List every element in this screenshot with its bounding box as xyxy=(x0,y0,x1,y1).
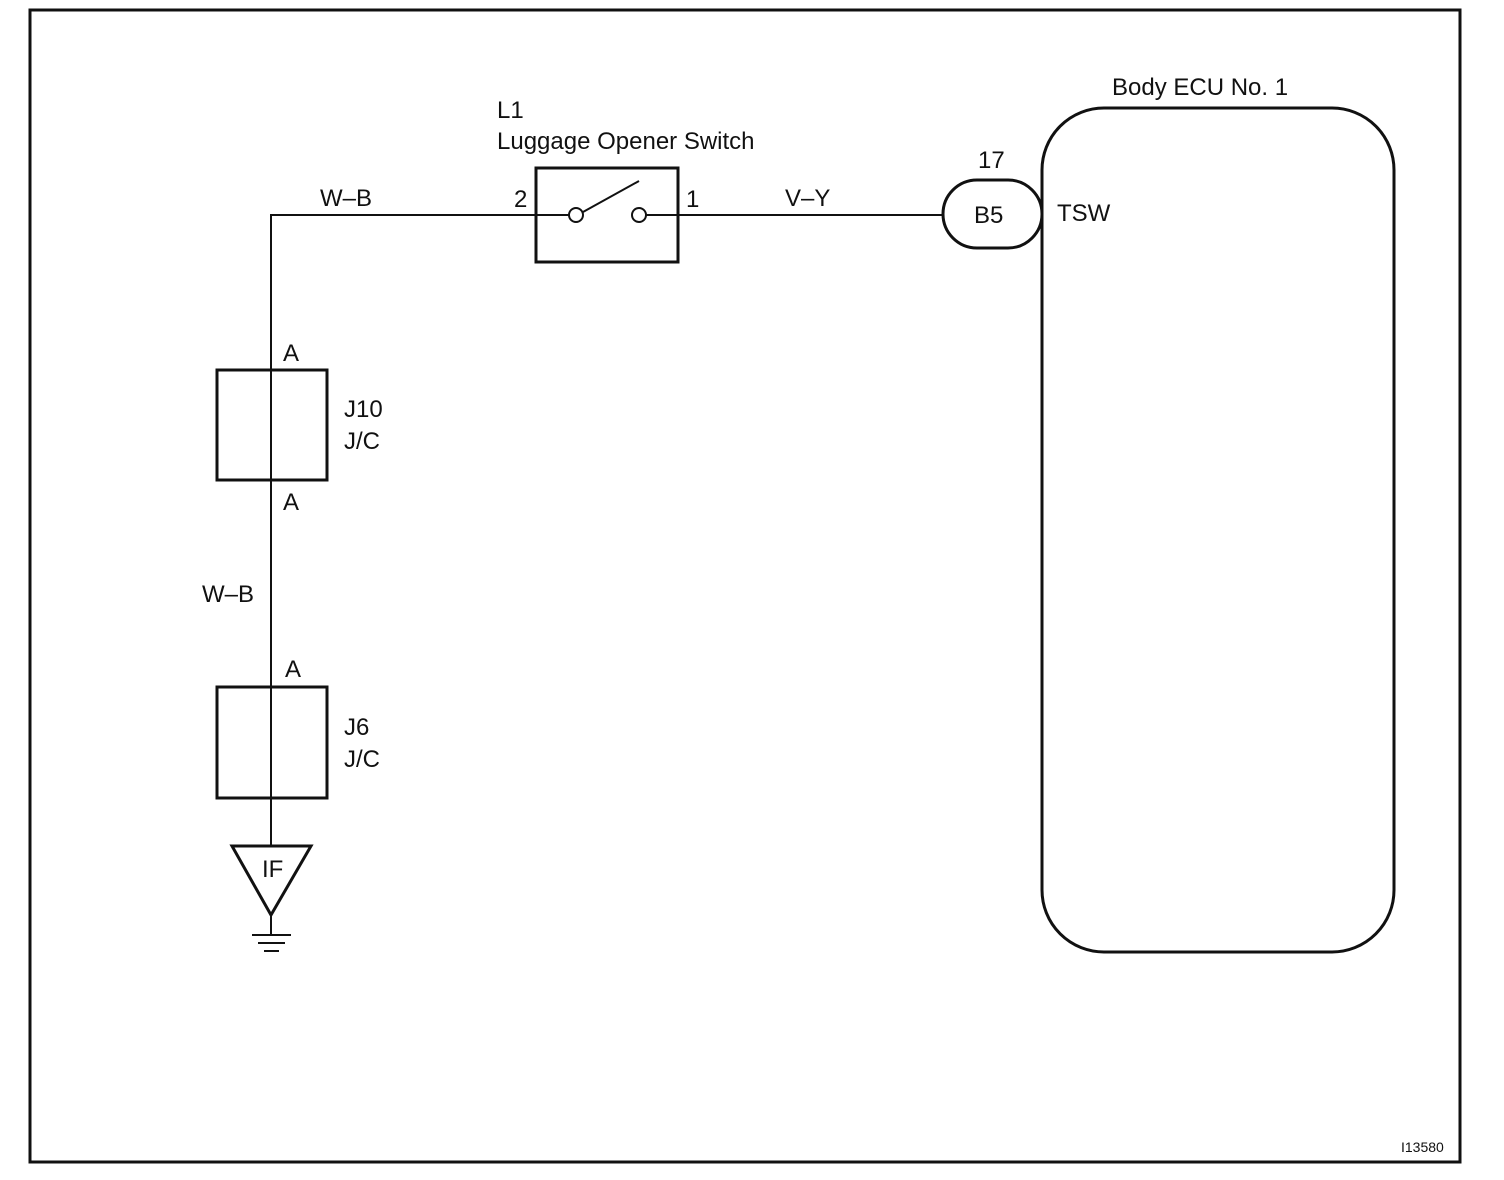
diagram-frame xyxy=(28,8,1462,1164)
switch-contact-left xyxy=(568,207,584,223)
junction-j10-top-pin: A xyxy=(283,340,299,367)
junction-j10-box xyxy=(215,368,329,482)
switch-lever xyxy=(582,180,640,213)
switch-name-label: Luggage Opener Switch xyxy=(497,128,755,155)
junction-j6-code: J6 xyxy=(344,714,369,741)
switch-code-label: L1 xyxy=(497,97,524,124)
wire-wb-left-label: W–B xyxy=(202,581,254,608)
figure-id: I13580 xyxy=(1401,1139,1444,1155)
switch-pin-2: 2 xyxy=(514,186,527,213)
connector-b5-label: B5 xyxy=(974,202,1003,229)
wire-vy-label: V–Y xyxy=(785,185,830,212)
switch-pin-1: 1 xyxy=(686,186,699,213)
wire-wb-top-label: W–B xyxy=(320,185,372,212)
junction-j10-bottom-pin: A xyxy=(283,489,299,516)
terminal-tsw-label: TSW xyxy=(1057,200,1111,227)
junction-j10-code: J10 xyxy=(344,396,383,423)
junction-j6-top-pin: A xyxy=(285,656,301,683)
connector-pin-17: 17 xyxy=(978,147,1005,174)
ground-symbol-icon xyxy=(252,934,291,952)
junction-j6-type: J/C xyxy=(344,746,380,773)
ground-if-label: IF xyxy=(262,856,283,883)
junction-j6-box xyxy=(215,685,329,800)
wire-wb-top xyxy=(270,214,536,846)
ground-point-if xyxy=(229,844,314,919)
body-ecu-title: Body ECU No. 1 xyxy=(1112,74,1288,101)
junction-j10-type: J/C xyxy=(344,428,380,455)
body-ecu-box xyxy=(1040,106,1396,954)
switch-contact-right xyxy=(631,207,647,223)
